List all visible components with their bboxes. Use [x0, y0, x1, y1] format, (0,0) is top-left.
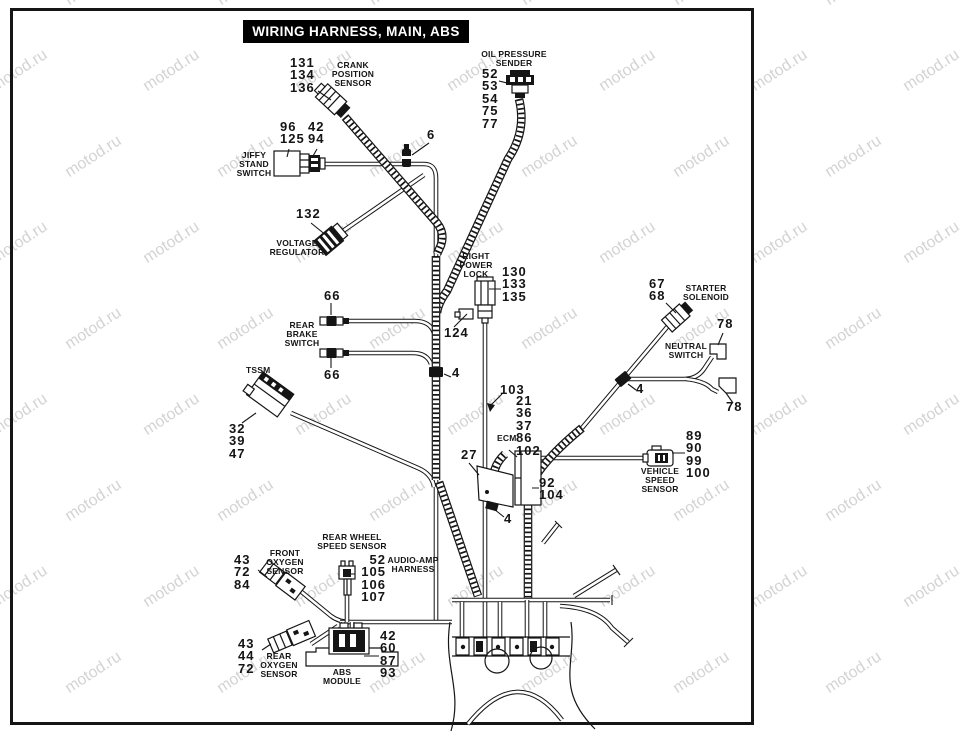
crank-position-sensor-numbers: 131 134 136: [290, 55, 315, 95]
rear-brake-switch-label: REAR BRAKE SWITCH: [284, 320, 320, 349]
right-power-lock-label: RIGHT POWER LOCK: [459, 251, 493, 280]
conduit-92-104-numbers: 92 104: [539, 475, 564, 503]
connector-27-number: 27: [461, 447, 478, 462]
starter-solenoid-connector: [660, 301, 694, 333]
oil-pressure-sender-connector: [506, 70, 534, 98]
rear-wheel-speed-sensor-connector: [338, 560, 356, 596]
audio-amp-harness-label: AUDIO-AMP HARNESS: [387, 555, 439, 575]
voltage-regulator-number: 132: [296, 206, 321, 221]
front-oxygen-sensor-numbers: 43 72 84: [234, 552, 251, 592]
rear-brake-switch-number-bottom: 66: [324, 367, 341, 382]
rear-oxygen-sensor-connector: [266, 619, 317, 654]
starter-solenoid-numbers: 67 68: [649, 276, 666, 304]
vehicle-speed-sensor-numbers: 89 90 99 100: [686, 428, 711, 481]
ecm: [476, 450, 542, 512]
diagram-frame: [10, 8, 754, 725]
clip-4-ecm-number: 4: [504, 511, 513, 526]
leader-lines: [241, 80, 734, 657]
jiffy-stand-switch-numbers-a: 96 125: [280, 119, 305, 147]
page-title: WIRING HARNESS, MAIN, ABS: [243, 20, 469, 43]
oil-pressure-sender-label: OIL PRESSURE SENDER: [481, 49, 547, 69]
abs-module-numbers: 42 60 87 93: [380, 628, 397, 681]
ecm-label: ECM: [497, 433, 517, 443]
jiffy-stand-switch-numbers-b: 42 94: [308, 119, 325, 147]
clip-4-branch-number: 4: [636, 381, 645, 396]
bottom-junction: [447, 520, 634, 732]
rear-oxygen-sensor-numbers: 43 44 72: [238, 636, 255, 676]
ecm-numbers: 21 36 37 86 102: [516, 393, 541, 458]
harness-conduits: [345, 99, 582, 598]
right-power-lock-numbers: 130 133 135: [502, 264, 527, 304]
front-oxygen-sensor-connector: [258, 559, 307, 601]
abs-module-label: ABS MODULE: [322, 667, 362, 687]
clip-4-trunk-number: 4: [452, 365, 461, 380]
clip-6-number: 6: [427, 127, 436, 142]
clip-6: [402, 144, 411, 167]
crank-position-sensor-connector: [313, 82, 351, 119]
neutral-switch-number-bottom: 78: [726, 399, 743, 414]
neutral-switch-label: NEUTRAL SWITCH: [664, 341, 707, 361]
bracket-124-number: 124: [444, 325, 469, 340]
vehicle-speed-sensor-connector: [642, 445, 674, 467]
voltage-regulator-label: VOLTAGE REGULATOR: [269, 238, 325, 258]
clip-4-trunk: [429, 367, 443, 377]
neutral-switch-boot-top: [709, 343, 727, 360]
rear-oxygen-sensor-label: REAR OXYGEN SENSOR: [260, 651, 298, 680]
tssm-label: TSSM: [246, 365, 271, 375]
abs-module: [305, 622, 399, 667]
rear-brake-switch-terminal-top: [319, 316, 349, 326]
neutral-switch-boot-bottom: [718, 377, 737, 394]
rear-wheel-speed-sensor-label: REAR WHEEL SPEED SENSOR: [317, 532, 387, 552]
rear-brake-switch-terminal-bottom: [319, 348, 349, 358]
starter-solenoid-label: STARTER SOLENOID: [683, 283, 729, 303]
oil-pressure-sender-numbers: 52 53 54 75 77: [482, 66, 499, 131]
front-oxygen-sensor-label: FRONT OXYGEN SENSOR: [266, 548, 304, 577]
jiffy-stand-switch-label: JIFFY STAND SWITCH: [236, 150, 272, 179]
voltage-regulator-connector: [313, 222, 349, 257]
right-power-lock-connector: [454, 276, 496, 324]
crank-position-sensor-label: CRANK POSITION SENSOR: [331, 60, 375, 89]
vehicle-speed-sensor-label: VEHICLE SPEED SENSOR: [640, 466, 680, 495]
jiffy-stand-switch-connector: [273, 150, 326, 177]
tssm-numbers: 32 39 47: [229, 421, 246, 461]
clip-4-branch: [614, 371, 632, 387]
rear-brake-switch-number-top: 66: [324, 288, 341, 303]
wire-103-number: 103: [500, 382, 525, 397]
rear-wheel-speed-sensor-numbers: 52 105 106 107: [361, 552, 386, 605]
tssm-connector: [242, 371, 295, 418]
neutral-switch-number-top: 78: [717, 316, 734, 331]
